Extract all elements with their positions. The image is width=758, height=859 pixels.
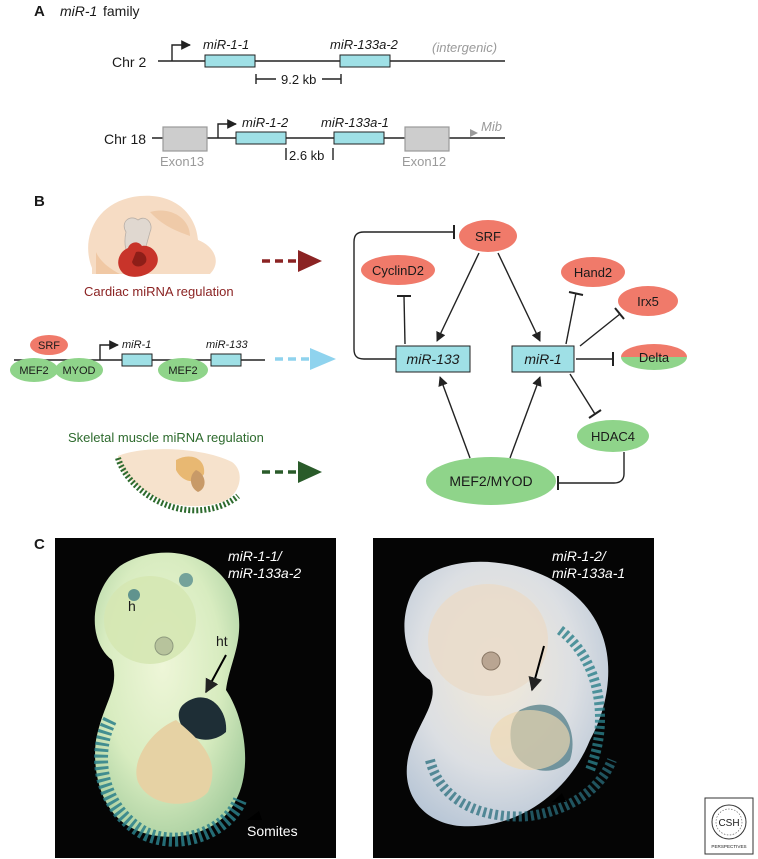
mir133-inhibits-cyclind2 [403,295,406,345]
panel-b-label: B [34,193,45,210]
left-photo-title-2: miR-133a-2 [228,565,301,581]
net-mir1-box [511,345,575,373]
locus-mef2-left-label: MEF2 [19,365,48,377]
exon13-label: Exon13 [160,154,204,169]
mirna-locus: SRF MEF2 MYOD MEF2 miR-1 miR-133 [10,335,265,382]
cardiac-caption: Cardiac miRNA regulation [84,284,234,299]
mir1-inhibits-hdac4 [569,373,596,415]
net-hdac4-oval [577,420,649,452]
chr2-gene1-box [204,54,256,68]
chr2-gene1-label: miR-1-1 [203,37,249,52]
exon13-box [162,126,208,152]
chr18-distance: 2.6 kb [289,148,324,163]
feedback-loop-line [353,231,454,360]
net-mef2myod-label: MEF2/MYOD [449,473,532,489]
panel-a-title-italic: miR-1 [60,3,97,19]
net-cyclind2-label: CyclinD2 [372,263,424,278]
skeletal-caption: Skeletal muscle miRNA regulation [68,430,264,445]
panel-a-label: A [34,3,45,20]
chr18-gene2-box [333,131,385,145]
net-mir133-box [395,345,471,373]
locus-mef2-left-oval [10,358,58,382]
net-delta-oval [621,344,687,370]
regulatory-network: SRF CyclinD2 Hand2 Irx5 Delta HDAC4 MEF2… [353,220,687,505]
logo-text-bottom: PERSPECTIVES [711,844,746,849]
net-hdac4-label: HDAC4 [591,429,635,444]
mef2myod-to-mir133-arrow [438,376,471,459]
locus-myod-oval [55,358,103,382]
chr2-label: Chr 2 [112,54,146,70]
chr18-promoter-arrow [217,119,237,138]
skeletal-arrowhead-icon [298,461,322,483]
chr18-gene1-box [235,131,287,145]
mib-arrow-icon [470,129,478,137]
cardiac-arrowhead-icon [298,250,322,272]
net-srf-oval [459,220,517,252]
mir1-inhibits-hand2 [565,292,577,345]
chr2-intergenic-note: (intergenic) [432,40,497,55]
right-embryo-photo [373,538,654,858]
right-photo-title-2: miR-133a-1 [552,565,625,581]
chr2-gene2-label: miR-133a-2 [330,37,399,52]
logo-text-top: CSH [718,818,739,829]
left-embryo-photo [55,538,336,858]
locus-mir1-box [121,353,153,367]
net-irx5-oval [618,286,678,316]
skeletal-embryo-illustration [115,449,240,514]
chr2-distance: 9.2 kb [281,72,316,87]
locus-mir133-label: miR-133 [206,339,248,351]
locus-mef2-right-label: MEF2 [168,365,197,377]
mib-label: Mib [481,119,502,134]
locus-mir1-label: miR-1 [122,339,151,351]
net-hand2-oval [561,257,625,287]
net-hand2-label: Hand2 [574,265,612,280]
chr18-gene1-label: miR-1-2 [242,115,289,130]
hdac4-inhibits-mef2myod [558,452,625,484]
panel-c-label: C [34,536,45,553]
net-irx5-label: Irx5 [637,294,659,309]
mir1-inhibits-irx5 [579,313,621,347]
chr2-gene2-box [339,54,391,68]
locus-myod-label: MYOD [63,365,96,377]
mef2myod-to-mir1-arrow [509,376,542,459]
label-somites: Somites [247,823,298,839]
chr18-gene2-label: miR-133a-1 [321,115,389,130]
locus-arrowhead-icon [310,348,336,370]
label-h: h [128,598,136,614]
chr2-locus: Chr 2 miR-1-1 miR-133a-2 (intergenic) 9.… [112,37,505,87]
net-cyclind2-oval [361,255,435,285]
srf-to-mir133-arrow [436,252,480,342]
panel-a-title-rest: family [103,3,140,19]
right-photo-title-1: miR-1-2/ [552,548,608,564]
net-mir1-label: miR-1 [524,351,561,367]
chr2-promoter-arrow [171,40,191,61]
exon12-box [404,126,450,152]
left-photo-title-1: miR-1-1/ [228,548,284,564]
locus-srf-oval [30,335,68,355]
exon12-label: Exon12 [402,154,446,169]
srf-to-mir1-arrow [497,252,541,342]
net-mir133-label: miR-133 [407,351,460,367]
cardiac-embryo-illustration [88,195,216,277]
net-srf-label: SRF [475,229,501,244]
label-ht: ht [216,633,228,649]
chr18-label: Chr 18 [104,131,146,147]
net-mef2myod-oval [426,457,556,505]
locus-mir133-box [210,353,242,367]
locus-mef2-right-oval [158,358,208,382]
locus-srf-label: SRF [38,340,60,352]
net-delta-label: Delta [639,350,670,365]
locus-promoter-arrow [99,340,119,360]
chr18-locus: Chr 18 miR-1-2 miR-133a-1 Mib Exon13 Exo… [104,115,505,169]
csh-perspectives-logo: CSH PERSPECTIVES [704,797,754,855]
